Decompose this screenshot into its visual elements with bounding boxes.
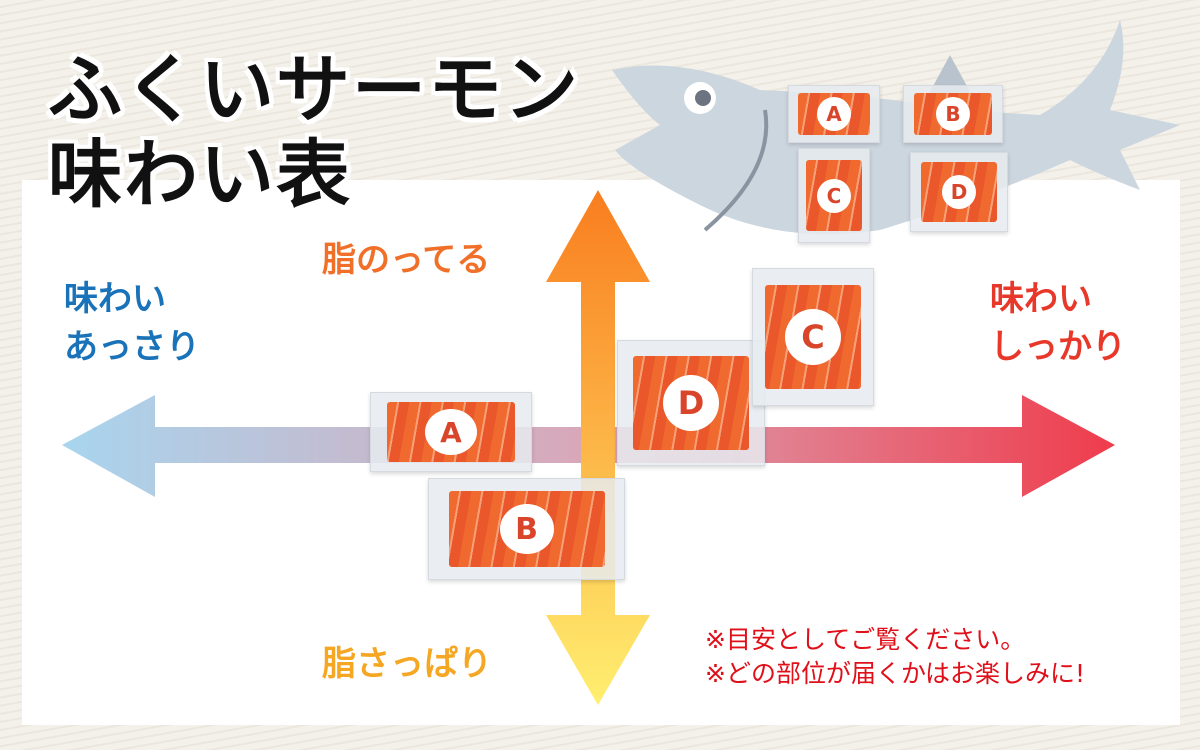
label-rich-line2: しっかり [990,327,1126,367]
fish-pack-a: A [788,85,880,143]
label-light-line1: 味わい [64,279,166,319]
label-light-line2: あっさり [64,327,200,367]
pack-badge: C [785,309,841,365]
pack-badge: D [942,175,976,209]
pack-c: C [752,268,874,406]
note-surprise: ※どの部位が届くかはお楽しみに! [705,659,1085,688]
pack-badge: C [817,178,851,213]
note-guideline: ※目安としてご覧ください。 [705,625,1026,654]
pack-d: D [617,340,765,466]
fish-pack-b: B [903,85,1003,143]
title-line1: ふくいサーモン [48,47,580,133]
pack-badge: A [425,409,477,455]
pack-badge: B [936,97,970,131]
vertical-arrow [546,190,650,705]
label-rich-line1: 味わい [990,279,1092,319]
label-light-taste: 味わい あっさり [64,275,200,371]
fish-pack-c: C [798,148,870,243]
label-fatty: 脂のってる [322,240,491,280]
pack-badge: A [817,97,851,131]
pack-badge: B [499,504,554,554]
label-rich-taste: 味わい しっかり [990,275,1126,371]
fish-pack-d: D [910,152,1008,232]
notes: ※目安としてご覧ください。 ※どの部位が届くかはお楽しみに! [705,623,1085,691]
pack-a: A [370,392,532,472]
title-line2: 味わい表 [48,132,352,218]
label-lean: 脂さっぱり [322,644,492,684]
pack-badge: D [663,375,719,431]
pack-b: B [428,478,625,580]
